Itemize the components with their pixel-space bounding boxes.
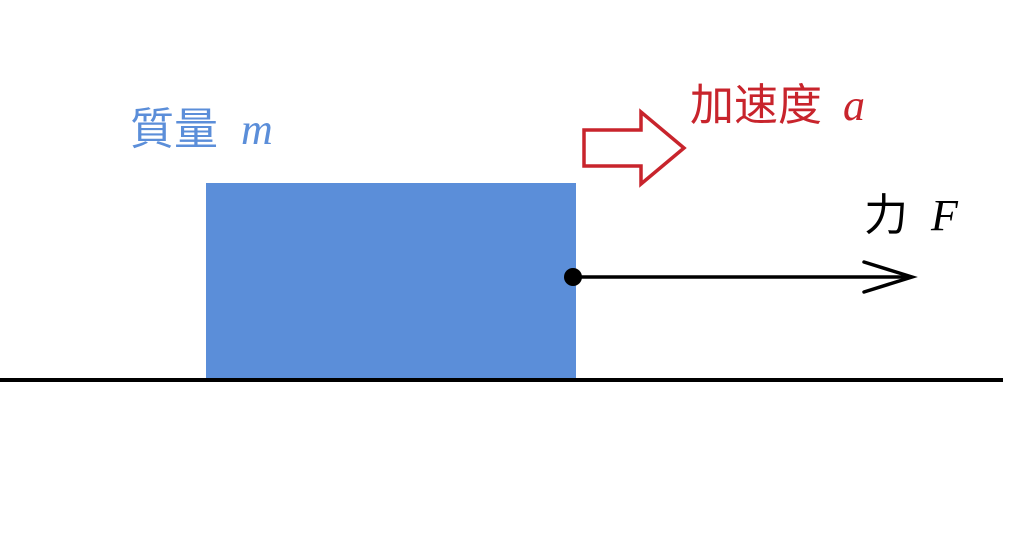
force-label-text: 力 [864,190,908,241]
acceleration-symbol: a [843,81,865,130]
acceleration-label-text: 加速度 [690,80,822,131]
force-label: 力 F [864,190,959,241]
mass-block [206,183,576,382]
mass-label: 質量 m [130,104,273,155]
force-application-point [564,268,582,286]
mass-label-text: 質量 [130,104,218,155]
acceleration-label: 加速度 a [690,80,865,131]
force-symbol: F [930,191,959,240]
mass-symbol: m [241,105,273,154]
force-arrow-head [862,260,918,294]
acceleration-arrow [582,108,687,188]
